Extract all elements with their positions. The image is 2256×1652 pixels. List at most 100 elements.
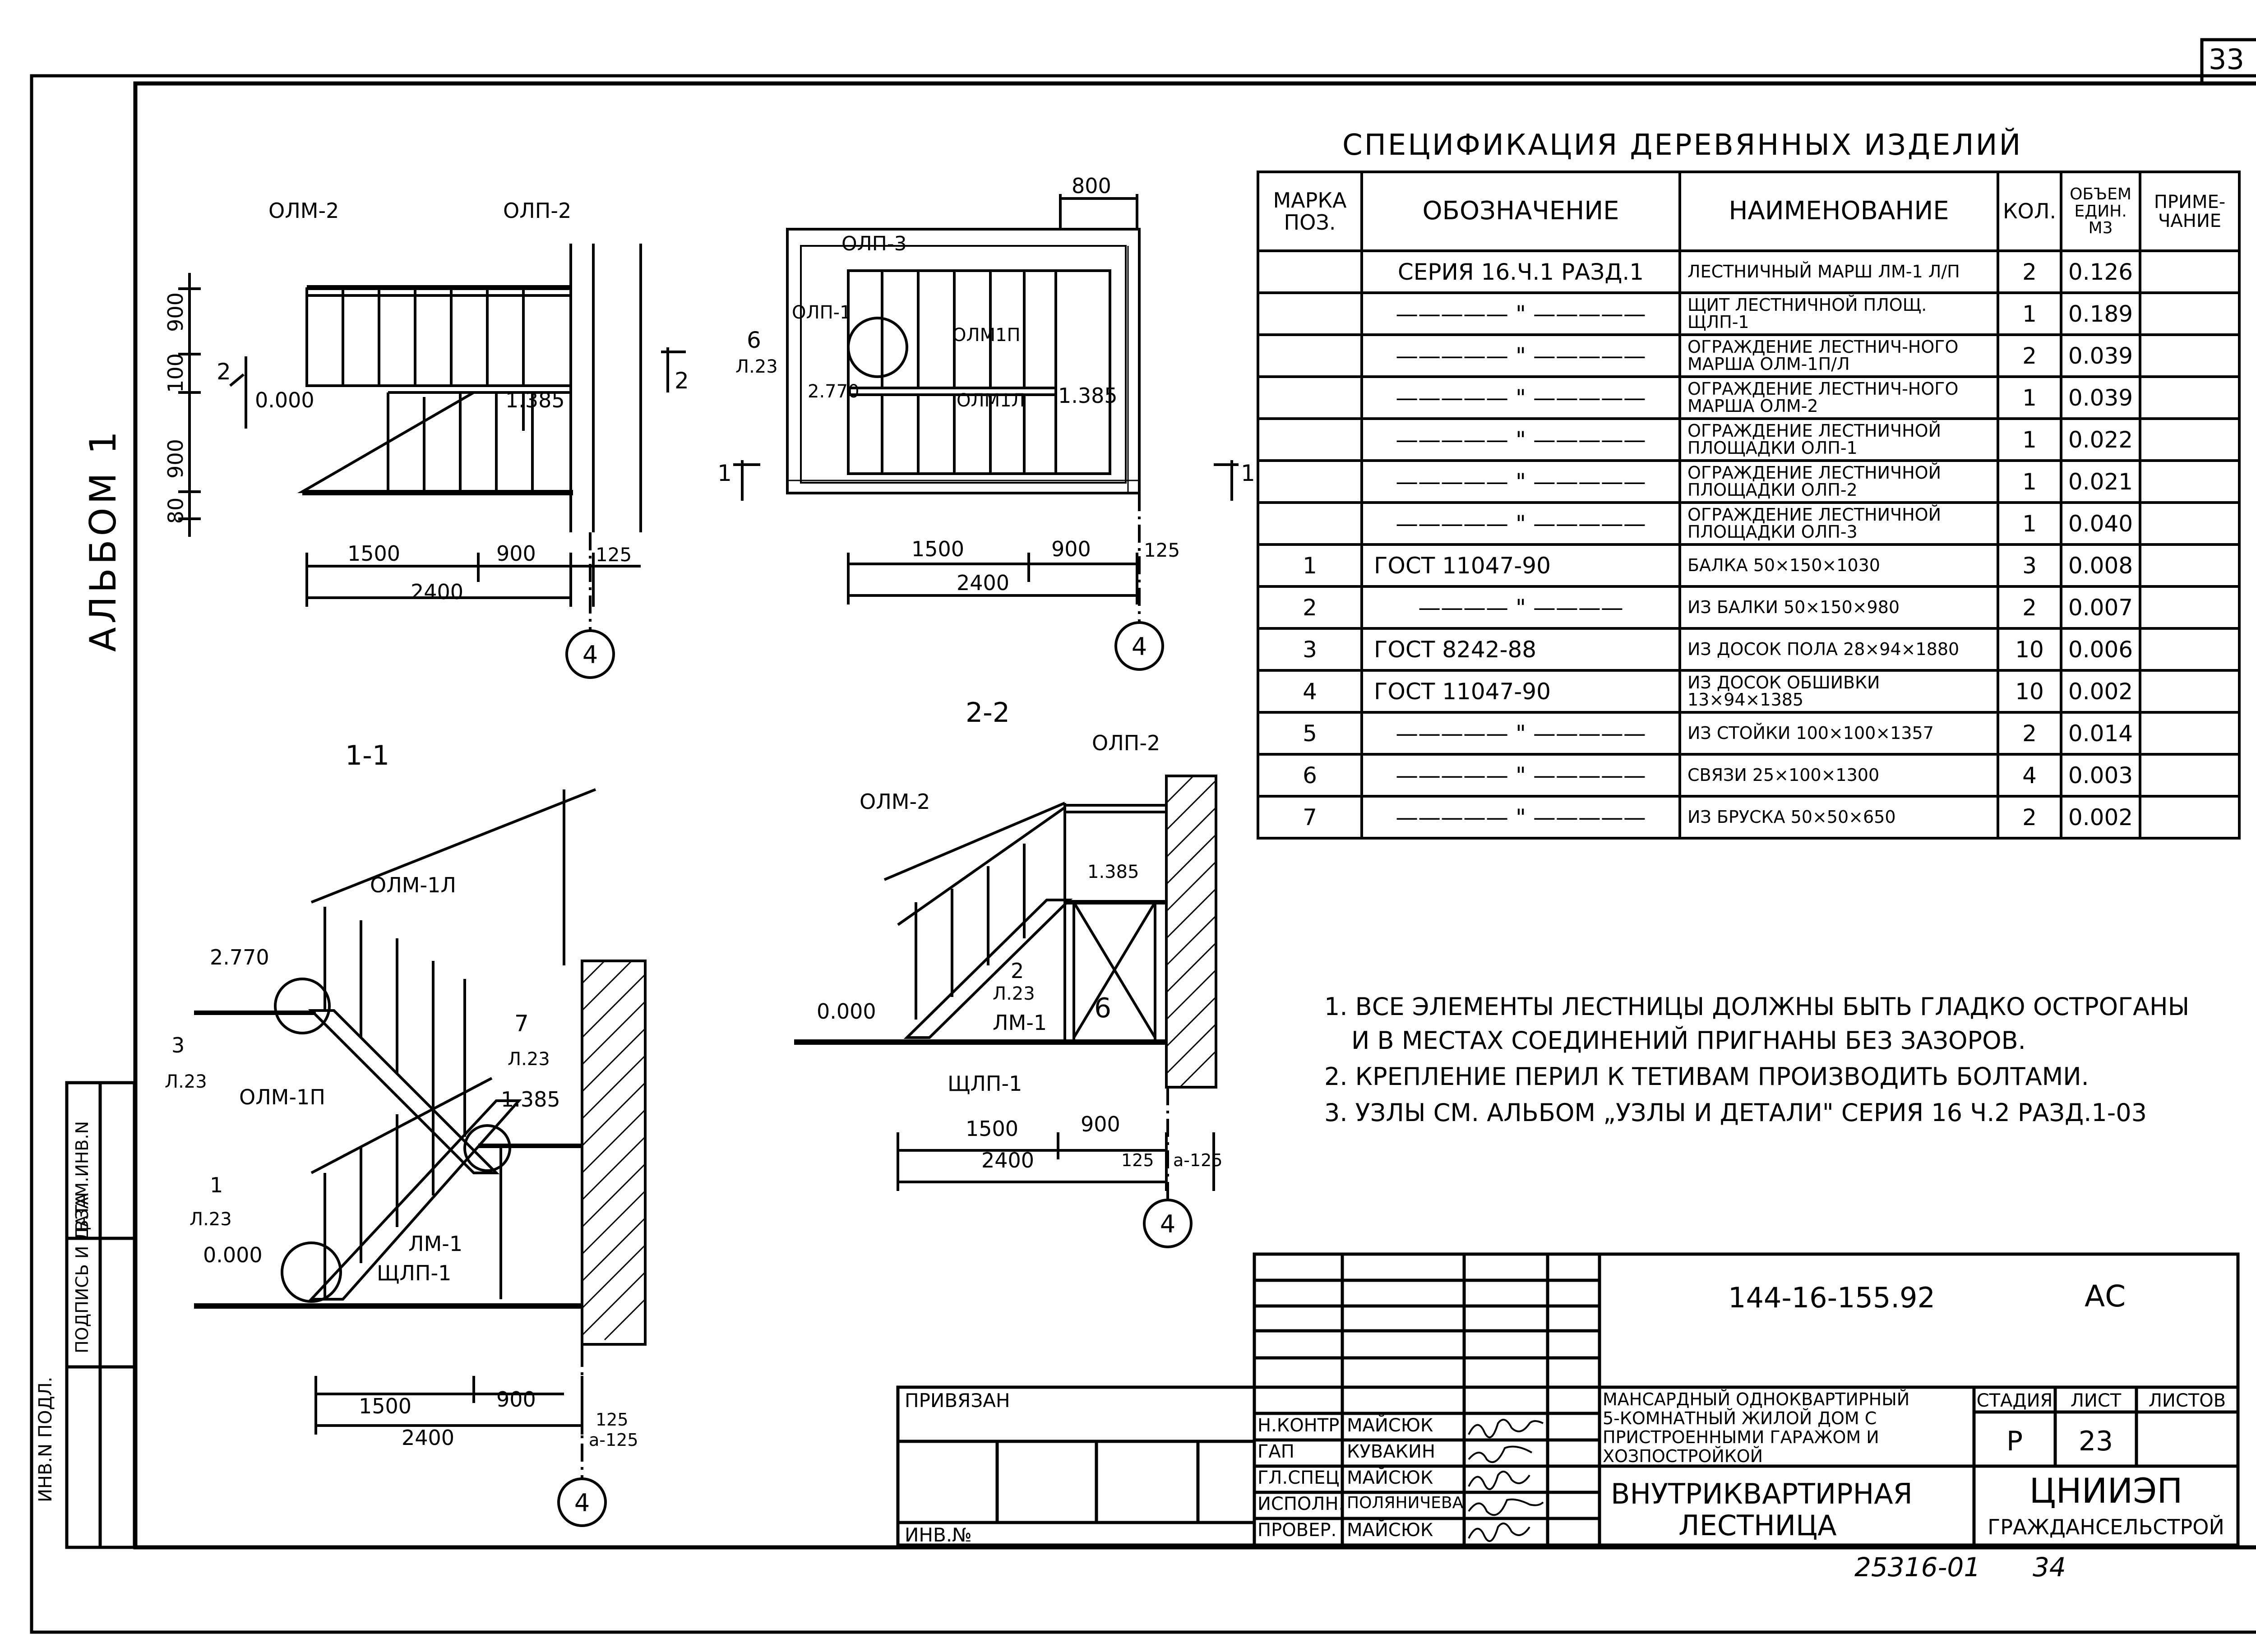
callout-2-sheet: Л.23 — [993, 983, 1035, 1004]
dim-a-125: а-125 — [589, 1430, 638, 1450]
role-label: Н.КОНТР. — [1257, 1415, 1345, 1436]
label-olp2: ОЛП-2 — [503, 198, 572, 223]
person-name: МАЙСЮК — [1347, 1467, 1433, 1488]
person-name: ПОЛЯНИЧЕВА — [1347, 1494, 1464, 1512]
table-row: 7 ————— " ————— ИЗ БРУСКА 50×50×650 2 0.… — [1257, 795, 2241, 840]
note-3: 3. УЗЛЫ СМ. АЛЬБОМ „УЗЛЫ И ДЕТАЛИ" СЕРИЯ… — [1324, 1098, 2147, 1127]
drawing-title-line-2: ЛЕСТНИЦА — [1678, 1509, 1837, 1542]
table-row: 3 ГОСТ 8242-88 ИЗ ДОСОК ПОЛА 28×94×1880 … — [1257, 627, 2241, 672]
spec-cell-name: ЩИТ ЛЕСТНИЧНОЙ ПЛОЩ. ЩЛП-1 — [1678, 291, 1999, 336]
axis-marker-4: 4 — [1131, 632, 1147, 661]
plan-view — [733, 194, 1239, 671]
spec-cell-note — [2139, 585, 2241, 630]
spec-cell-designation: ГОСТ 11047-90 — [1360, 669, 1681, 714]
dim-1500: 1500 — [359, 1394, 412, 1418]
spec-cell-note — [2139, 417, 2241, 462]
axis-marker-4: 4 — [1160, 1210, 1176, 1238]
spec-cell-qty: 1 — [1997, 417, 2062, 462]
spec-cell-name: ИЗ БРУСКА 50×50×650 — [1678, 795, 1999, 840]
spec-cell-qty: 10 — [1997, 627, 2062, 672]
drawing-title-line-1: ВНУТРИКВАРТИРНАЯ — [1611, 1477, 1913, 1510]
spec-cell-mark: 5 — [1257, 711, 1363, 756]
dim-a-125: а-125 — [1173, 1150, 1223, 1170]
table-row: 4 ГОСТ 11047-90 ИЗ ДОСОК ОБШИВКИ 13×94×1… — [1257, 669, 2241, 714]
spec-cell-name: ОГРАЖДЕНИЕ ЛЕСТНИЧ-НОГО МАРША ОЛМ-2 — [1678, 375, 1999, 420]
spec-cell-note — [2139, 375, 2241, 420]
role-label: ГЛ.СПЕЦ. — [1257, 1467, 1345, 1488]
spec-cell-designation: ———— " ———— — [1360, 585, 1681, 630]
spec-cell-designation: ————— " ————— — [1360, 417, 1681, 462]
spec-header-mark: МАРКА ПОЗ. — [1257, 171, 1363, 252]
spec-cell-qty: 2 — [1997, 333, 2062, 378]
spec-cell-qty: 2 — [1997, 711, 2062, 756]
spec-cell-volume: 0.021 — [2060, 459, 2141, 504]
axis-marker-4: 4 — [574, 1489, 590, 1517]
spec-cell-qty: 4 — [1997, 753, 2062, 798]
spec-cell-note — [2139, 291, 2241, 336]
table-row: ————— " ————— ОГРАЖДЕНИЕ ЛЕСТНИЧ-НОГО МА… — [1257, 333, 2241, 378]
spec-cell-name: ИЗ БАЛКИ 50×150×980 — [1678, 585, 1999, 630]
section-2-2-wall-hatch — [1165, 775, 1217, 1088]
spec-cell-mark: 3 — [1257, 627, 1363, 672]
level-0000: 0.000 — [255, 388, 314, 412]
sheet-number: 33 — [2209, 43, 2244, 76]
privyazan-label: ПРИВЯЗАН — [905, 1389, 1010, 1412]
spec-cell-designation: СЕРИЯ 16.Ч.1 РАЗД.1 — [1360, 249, 1681, 294]
role-label: ПРОВЕР. — [1257, 1520, 1337, 1541]
sheet-label: ЛИСТ — [2070, 1390, 2122, 1411]
spec-cell-qty: 2 — [1997, 585, 2062, 630]
spec-cell-note — [2139, 627, 2241, 672]
spec-cell-qty: 1 — [1997, 459, 2062, 504]
spec-cell-designation: ————— " ————— — [1360, 501, 1681, 546]
dim-1500: 1500 — [911, 537, 965, 561]
spec-cell-designation: ————— " ————— — [1360, 753, 1681, 798]
project-name-line-1: МАНСАРДНЫЙ ОДНОКВАРТИРНЫЙ — [1603, 1389, 1910, 1409]
callout-6: 6 — [1094, 992, 1112, 1024]
inv-no-label: ИНВ.№ — [905, 1524, 972, 1546]
note-2: 2. КРЕПЛЕНИЕ ПЕРИЛ К ТЕТИВАМ ПРОИЗВОДИТЬ… — [1324, 1062, 2089, 1091]
stage-label: СТАДИЯ — [1976, 1390, 2053, 1411]
note-1: 1. ВСЕ ЭЛЕМЕНТЫ ЛЕСТНИЦЫ ДОЛЖНЫ БЫТЬ ГЛА… — [1324, 992, 2190, 1021]
spec-cell-note — [2139, 501, 2241, 546]
spec-cell-name: ОГРАЖДЕНИЕ ЛЕСТНИЧНОЙ ПЛОЩАДКИ ОЛП-1 — [1678, 417, 1999, 462]
doc-code: 144-16-155.92 — [1728, 1281, 1935, 1314]
spec-cell-volume: 0.022 — [2060, 417, 2141, 462]
dim-1500: 1500 — [347, 541, 401, 566]
spec-cell-qty: 2 — [1997, 795, 2062, 840]
spec-cell-qty: 3 — [1997, 543, 2062, 588]
label-olm1l: ОЛМ1Л — [957, 390, 1025, 411]
spec-cell-note — [2139, 459, 2241, 504]
callout-1: 1 — [210, 1173, 223, 1197]
doc-type: АС — [2085, 1279, 2126, 1314]
spec-header-designation: ОБОЗНАЧЕНИЕ — [1360, 171, 1681, 252]
spec-cell-name: ОГРАЖДЕНИЕ ЛЕСТНИЧ-НОГО МАРША ОЛМ-1П/Л — [1678, 333, 1999, 378]
spec-cell-note — [2139, 333, 2241, 378]
label-olm1l: ОЛМ-1Л — [370, 873, 456, 897]
dim-125: 125 — [1121, 1150, 1154, 1170]
label-olm2: ОЛМ-2 — [268, 198, 339, 223]
spec-cell-mark: 4 — [1257, 669, 1363, 714]
spec-cell-name: БАЛКА 50×150×1030 — [1678, 543, 1999, 588]
spec-table: МАРКА ПОЗ. ОБОЗНАЧЕНИЕ НАИМЕНОВАНИЕ КОЛ.… — [1257, 171, 2241, 840]
spec-cell-name: ИЗ ДОСОК ОБШИВКИ 13×94×1385 — [1678, 669, 1999, 714]
spec-cell-volume: 0.007 — [2060, 585, 2141, 630]
table-row: 2 ———— " ———— ИЗ БАЛКИ 50×150×980 2 0.00… — [1257, 585, 2241, 630]
spec-cell-qty: 1 — [1997, 375, 2062, 420]
spec-cell-name: ОГРАЖДЕНИЕ ЛЕСТНИЧНОЙ ПЛОЩАДКИ ОЛП-3 — [1678, 501, 1999, 546]
spec-cell-note — [2139, 249, 2241, 294]
dim-2400: 2400 — [981, 1148, 1035, 1172]
section-1-1-wall-hatch — [581, 960, 646, 1341]
spec-cell-note — [2139, 669, 2241, 714]
dim-900: 900 — [496, 541, 536, 566]
project-name-line-4: ХОЗПОСТРОЙКОЙ — [1603, 1446, 1763, 1466]
spec-cell-mark: 2 — [1257, 585, 1363, 630]
spec-header-name: НАИМЕНОВАНИЕ — [1678, 171, 1999, 252]
section-1-1-title: 1-1 — [345, 740, 389, 771]
label-olm1p: ОЛМ-1П — [239, 1085, 325, 1109]
title-block-grid — [896, 1252, 2240, 1547]
archive-code: 25316-01 — [1854, 1552, 1981, 1583]
spec-cell-name: ИЗ ДОСОК ПОЛА 28×94×1880 — [1678, 627, 1999, 672]
spec-cell-designation: ————— " ————— — [1360, 291, 1681, 336]
